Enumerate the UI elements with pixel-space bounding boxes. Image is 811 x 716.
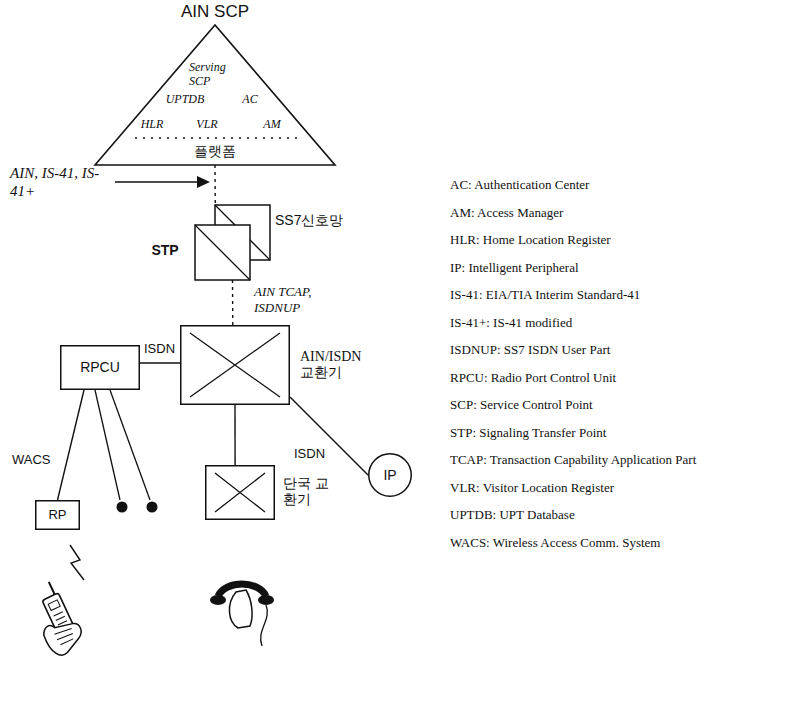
protocol-label: AIN, IS-41, IS-41+ [10, 164, 112, 200]
switch-box: AIN/ISDN 교환기 [180, 325, 290, 405]
switch-box-outline [180, 325, 290, 405]
connector-line [232, 280, 234, 325]
database-name: HLR [141, 118, 164, 132]
legend-text: UPTDB: UPT Database [450, 507, 575, 523]
legend-text: AC: Authentication Center [450, 177, 589, 193]
legend-text: SCP: Service Control Point [450, 397, 593, 413]
node-label: STP [151, 242, 178, 258]
radio-signal-bolt [70, 545, 84, 580]
legend-text: WACS: Wireless Access Comm. System [450, 535, 660, 551]
node-label: 단국 교환기 [283, 476, 333, 508]
switch-outline [206, 466, 275, 520]
circle-outline [369, 454, 412, 497]
local-switch-box-outline [205, 465, 275, 520]
scp-name: Serving SCP [189, 61, 241, 89]
legend-text: STP: Signaling Transfer Point [450, 425, 606, 441]
connector-label: AIN TCAP, ISDNUP [252, 284, 338, 315]
connector-line [234, 405, 236, 465]
connector-line [140, 362, 180, 363]
switch-cross [215, 473, 265, 512]
protocol-arrow-head [197, 176, 210, 188]
node-label: RPCU [80, 359, 120, 375]
radio-port-dot [117, 502, 128, 513]
legend-text: HLR: Home Location Register [450, 232, 611, 248]
node-label: AIN/ISDN 교환기 [300, 349, 378, 381]
legend-text: TCAP: Transaction Capability Application… [450, 452, 696, 468]
stp-network-outline [195, 205, 270, 280]
connector-line [214, 165, 216, 205]
node-label: IP [383, 467, 396, 483]
database-name: AC [242, 93, 257, 107]
connector-label: WACS [10, 452, 53, 468]
local-switch-box: 단국 교환기 [205, 465, 275, 520]
legend-text: IS-41: EIA/TIA Interim Standard-41 [450, 287, 640, 303]
peripheral-circle: IP [368, 453, 412, 497]
wireless-handset-icon [24, 578, 88, 659]
switch-outline [181, 326, 290, 405]
connector-label: ISDN [292, 446, 327, 462]
connector-line [290, 397, 368, 475]
radio-port-dot [147, 502, 158, 513]
scp-triangle: AIN SCPServing SCPUPTDBACHLRVLRAM플랫폼 [95, 25, 335, 165]
rpcu-box: RPCU [60, 345, 140, 390]
switch-cross [215, 473, 265, 512]
node-label: SS7신호망 [275, 212, 343, 228]
stp-diagonal [195, 225, 250, 280]
switch-cross [190, 333, 280, 397]
database-name: VLR [196, 118, 217, 132]
database-name: UPTDB [166, 93, 205, 107]
node-heading: AIN SCP [181, 2, 249, 22]
platform-label: 플랫폼 [194, 144, 236, 160]
radio-port-box: RP [35, 500, 80, 530]
legend-text: IS-41+: IS-41 modified [450, 315, 572, 331]
protocol-arrow-shaft [115, 181, 199, 183]
triangle-outline [95, 25, 335, 165]
legend-text: AM: Access Manager [450, 205, 563, 221]
connector-line [58, 390, 85, 500]
switch-cross [190, 333, 280, 397]
radio-port-line [110, 390, 150, 500]
legend-text: IP: Intelligent Peripheral [450, 260, 579, 276]
legend-text: ISDNUP: SS7 ISDN User Part [450, 342, 610, 358]
database-name: AM [263, 118, 280, 132]
stp-network: STPSS7신호망 [195, 205, 270, 280]
box-outline [61, 346, 140, 390]
legend-text: VLR: Visitor Location Register [450, 480, 614, 496]
platform-divider [135, 137, 300, 139]
legend-text: RPCU: Radio Port Control Unit [450, 370, 616, 386]
desk-handset-icon [210, 584, 274, 646]
node-label: RP [48, 508, 66, 523]
connector-label: ISDN [142, 341, 177, 357]
box-outline [36, 501, 80, 530]
stp-square [195, 225, 250, 280]
